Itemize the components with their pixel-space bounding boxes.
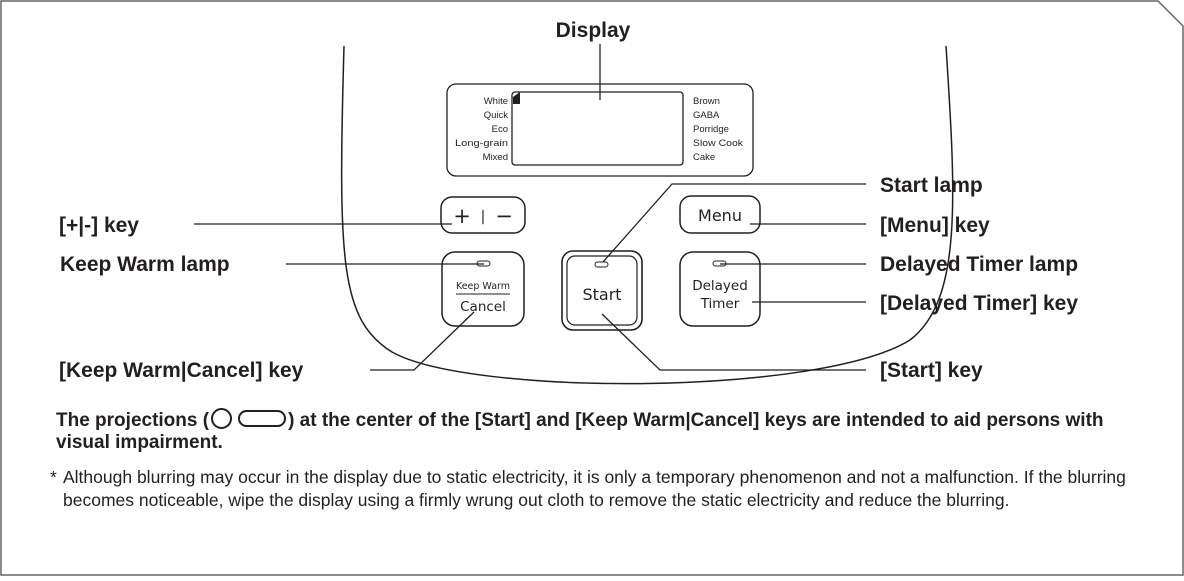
key-divider: | [481,209,486,225]
panel-outline [340,45,954,385]
note-text: Although blurring may occur in the displ… [63,467,1126,510]
menu-indicator-arrow-icon [513,92,520,104]
menu-porridge: Porridge [693,124,729,135]
menu-gaba: GABA [693,110,720,121]
caption-text-after: ) at the center of the [Start] and [Keep… [56,410,1104,453]
projection-caption: The projections () at the center of the … [56,408,1156,454]
pill-projection-icon [238,410,287,427]
menu-mixed: Mixed [483,152,508,163]
start-key-label: Start [582,285,621,304]
delayed-timer-key[interactable]: Delayed Timer [679,251,761,327]
menu-eco: Eco [492,124,508,135]
display-screen [511,91,684,166]
timer-label: Timer [700,296,740,312]
keep-warm-label: Keep Warm [456,281,510,292]
note-marker: * [50,467,57,487]
start-key-callout: [Start] key [880,359,983,382]
menu-long-grain: Long-grain [455,138,508,149]
display-unit: White Quick Eco Long-grain Mixed Brown G… [446,83,754,177]
start-lamp-callout: Start lamp [880,174,983,197]
menu-key-callout: [Menu] key [880,214,990,237]
start-key-leader [601,313,866,371]
cancel-label: Cancel [460,299,506,315]
start-lamp-leader [602,183,866,263]
leader-lines [194,44,866,371]
plus-icon: + [453,204,471,228]
plus-minus-key[interactable]: + | − [440,196,526,234]
keep-warm-cancel-key-callout: [Keep Warm|Cancel] key [59,359,304,382]
circle-projection-icon [211,408,233,429]
keep-warm-lamp-callout: Keep Warm lamp [60,253,230,276]
menu-slow-cook: Slow Cook [693,138,743,149]
menu-brown: Brown [693,96,720,107]
keep-warm-cancel-key[interactable]: Keep Warm Cancel [441,251,525,327]
delayed-timer-lamp-callout: Delayed Timer lamp [880,253,1078,276]
menu-key[interactable]: Menu [679,195,761,234]
menu-key-label: Menu [698,206,742,225]
display-callout: Display [556,19,631,42]
start-lamp [594,261,609,268]
menu-cake: Cake [693,152,715,163]
static-electricity-note: * Although blurring may occur in the dis… [50,466,1150,512]
minus-icon: − [495,204,513,228]
menu-white: White [484,96,508,107]
start-key[interactable]: Start [561,250,643,331]
delayed-label: Delayed [692,278,748,294]
caption-text-before: The projections ( [56,410,210,431]
keep-warm-key-leader [370,311,475,371]
menu-quick: Quick [484,110,509,121]
delayed-timer-key-callout: [Delayed Timer] key [880,292,1078,315]
plus-minus-key-callout: [+|-] key [59,214,139,237]
